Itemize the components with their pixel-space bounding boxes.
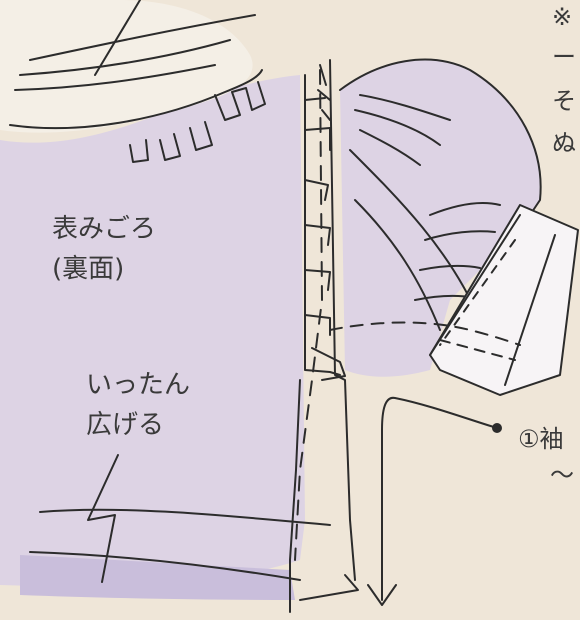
bodice-label-line2: (裏面) [52, 254, 125, 284]
center-seam [294, 69, 323, 561]
side-outline [289, 379, 301, 613]
indicator-line [381, 396, 498, 601]
hem-corner [299, 574, 359, 601]
waist-line [39, 508, 331, 526]
collar-line-3 [19, 39, 231, 76]
fold-mark [87, 454, 119, 583]
neckline-frill [129, 81, 266, 163]
bodice-fabric-lower [20, 555, 295, 600]
front-edge [304, 59, 356, 581]
frill-beads [317, 64, 331, 121]
collar-line-2 [29, 14, 256, 61]
collar-line-1 [94, 0, 141, 76]
cuff-stitch [439, 239, 516, 346]
sleeve-outline [339, 58, 542, 231]
bodice-fabric [0, 75, 305, 587]
note-line3: そ [552, 87, 576, 115]
open-label-line2: 広げる [86, 410, 165, 440]
leader-dot-icon [492, 423, 502, 433]
note-line2: ー [552, 43, 576, 71]
arrow-down-icon [367, 584, 397, 606]
note-line1: ※ [552, 3, 573, 31]
sleeve-gathers [354, 94, 501, 301]
collar-line-5 [9, 69, 263, 130]
sleeve-fabric [340, 59, 541, 377]
front-frill [304, 97, 346, 381]
underarm-seam [329, 321, 521, 346]
collar-area [0, 0, 253, 133]
note-line4: ぬ [552, 129, 576, 157]
step-label-line2: 〜 [550, 461, 574, 489]
step-label-line1: ①袖 [518, 425, 564, 453]
open-label-line1: いったん [86, 370, 191, 400]
bodice-label-line1: 表みごろ [52, 214, 157, 244]
hem-line [29, 551, 301, 581]
armhole-stitch [439, 339, 516, 361]
collar-line-4 [14, 64, 216, 91]
